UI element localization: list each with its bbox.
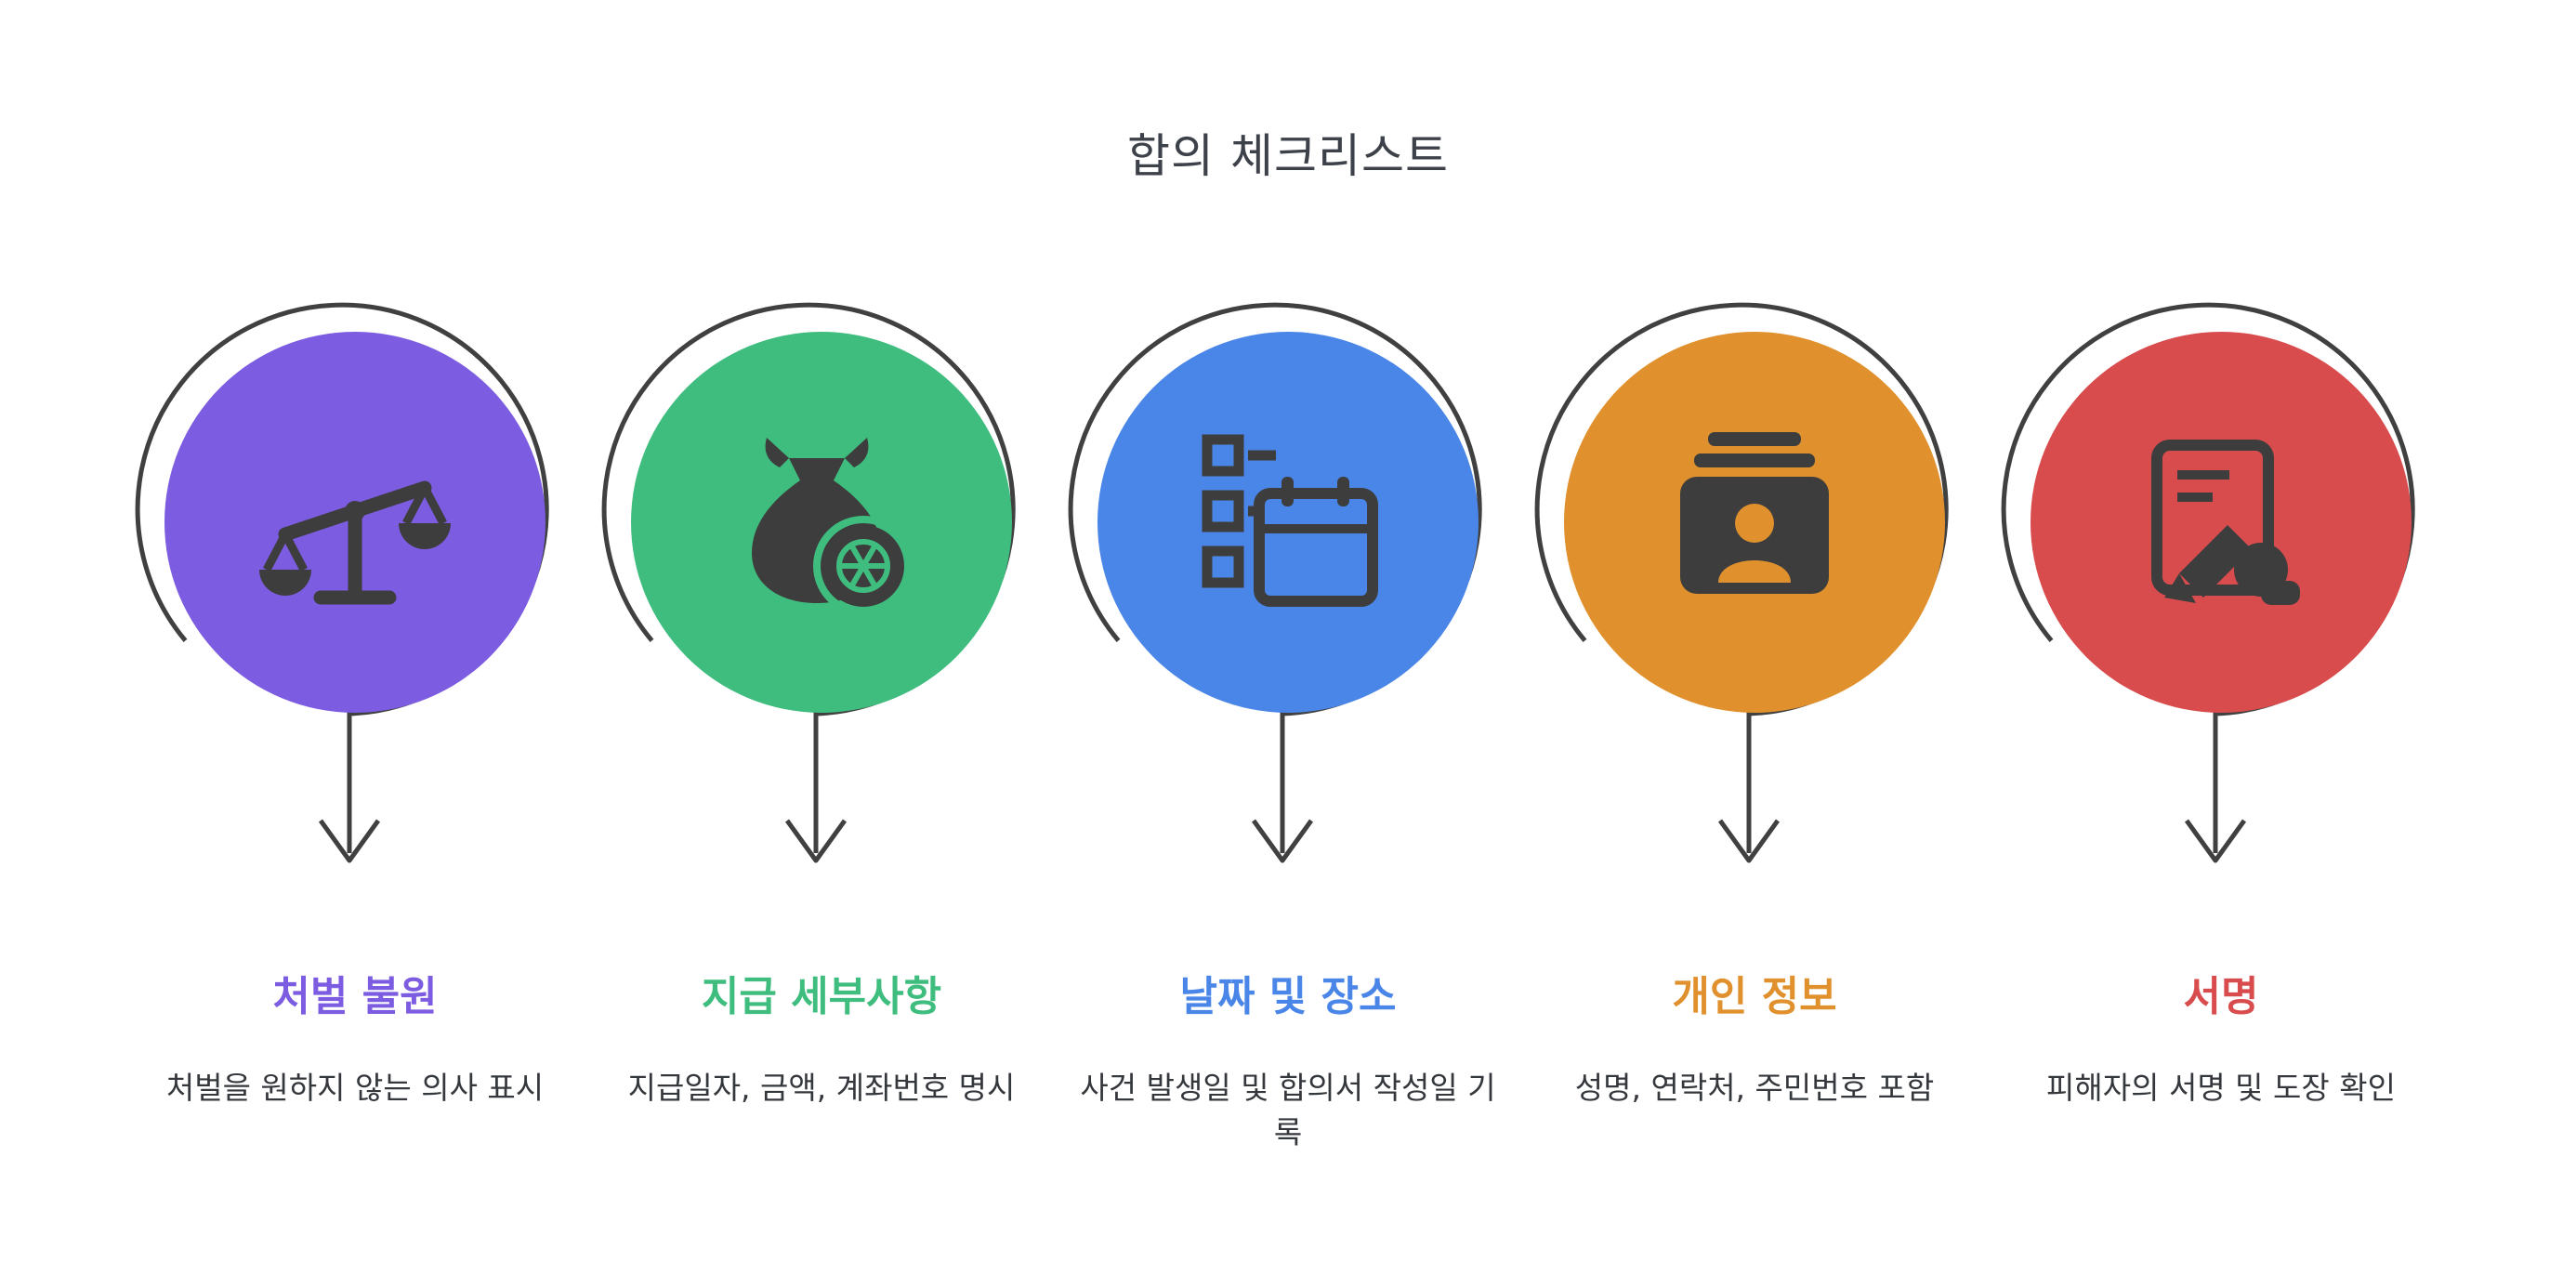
step-description: 지급일자, 금액, 계좌번호 명시 <box>627 1069 1016 1106</box>
step-graphic <box>2001 302 2415 863</box>
step-description: 사건 발생일 및 합의서 작성일 기록 <box>1080 1069 1496 1151</box>
money-bag-icon <box>752 438 913 616</box>
signature-icon <box>2151 440 2300 605</box>
step-description: 처벌을 원하지 않는 의사 표시 <box>165 1069 545 1106</box>
down-arrow-icon <box>784 819 848 863</box>
step-5: 서명 피해자의 서명 및 도장 확인 <box>1988 266 2454 1156</box>
step-title: 처벌 불원 <box>272 973 438 1020</box>
step-4: 개인 정보 성명, 연락처, 주민번호 포함 <box>1521 266 1988 1156</box>
step-graphic <box>601 302 1016 863</box>
step-description: 성명, 연락처, 주민번호 포함 <box>1574 1069 1935 1106</box>
step-2: 지급 세부사항 지급일자, 금액, 계좌번호 명시 <box>588 266 1055 1156</box>
step-graphic <box>135 302 549 863</box>
step-1: 처벌 불원 처벌을 원하지 않는 의사 표시 <box>122 266 588 1156</box>
step-graphic <box>1534 302 1949 863</box>
id-card-icon <box>1680 432 1829 594</box>
step-description: 피해자의 서명 및 도장 확인 <box>2046 1069 2396 1106</box>
down-arrow-icon <box>1251 819 1314 863</box>
step-circle <box>2031 332 2412 713</box>
scales-icon <box>259 480 451 605</box>
calendar-checklist-icon <box>1202 434 1378 607</box>
down-arrow-icon <box>2184 819 2247 863</box>
step-graphic <box>1068 302 1482 863</box>
step-title: 날짜 및 장소 <box>1179 973 1397 1020</box>
step-3: 날짜 및 장소 사건 발생일 및 합의서 작성일 기록 <box>1055 266 1521 1156</box>
down-arrow-icon <box>318 819 381 863</box>
page-title: 합의 체크리스트 <box>1127 129 1449 183</box>
step-title: 서명 <box>2183 973 2259 1020</box>
steps-row: 처벌 불원 처벌을 원하지 않는 의사 표시 지급 <box>0 266 2576 1156</box>
step-title: 지급 세부사항 <box>701 973 942 1020</box>
step-title: 개인 정보 <box>1672 973 1837 1020</box>
down-arrow-icon <box>1717 819 1781 863</box>
